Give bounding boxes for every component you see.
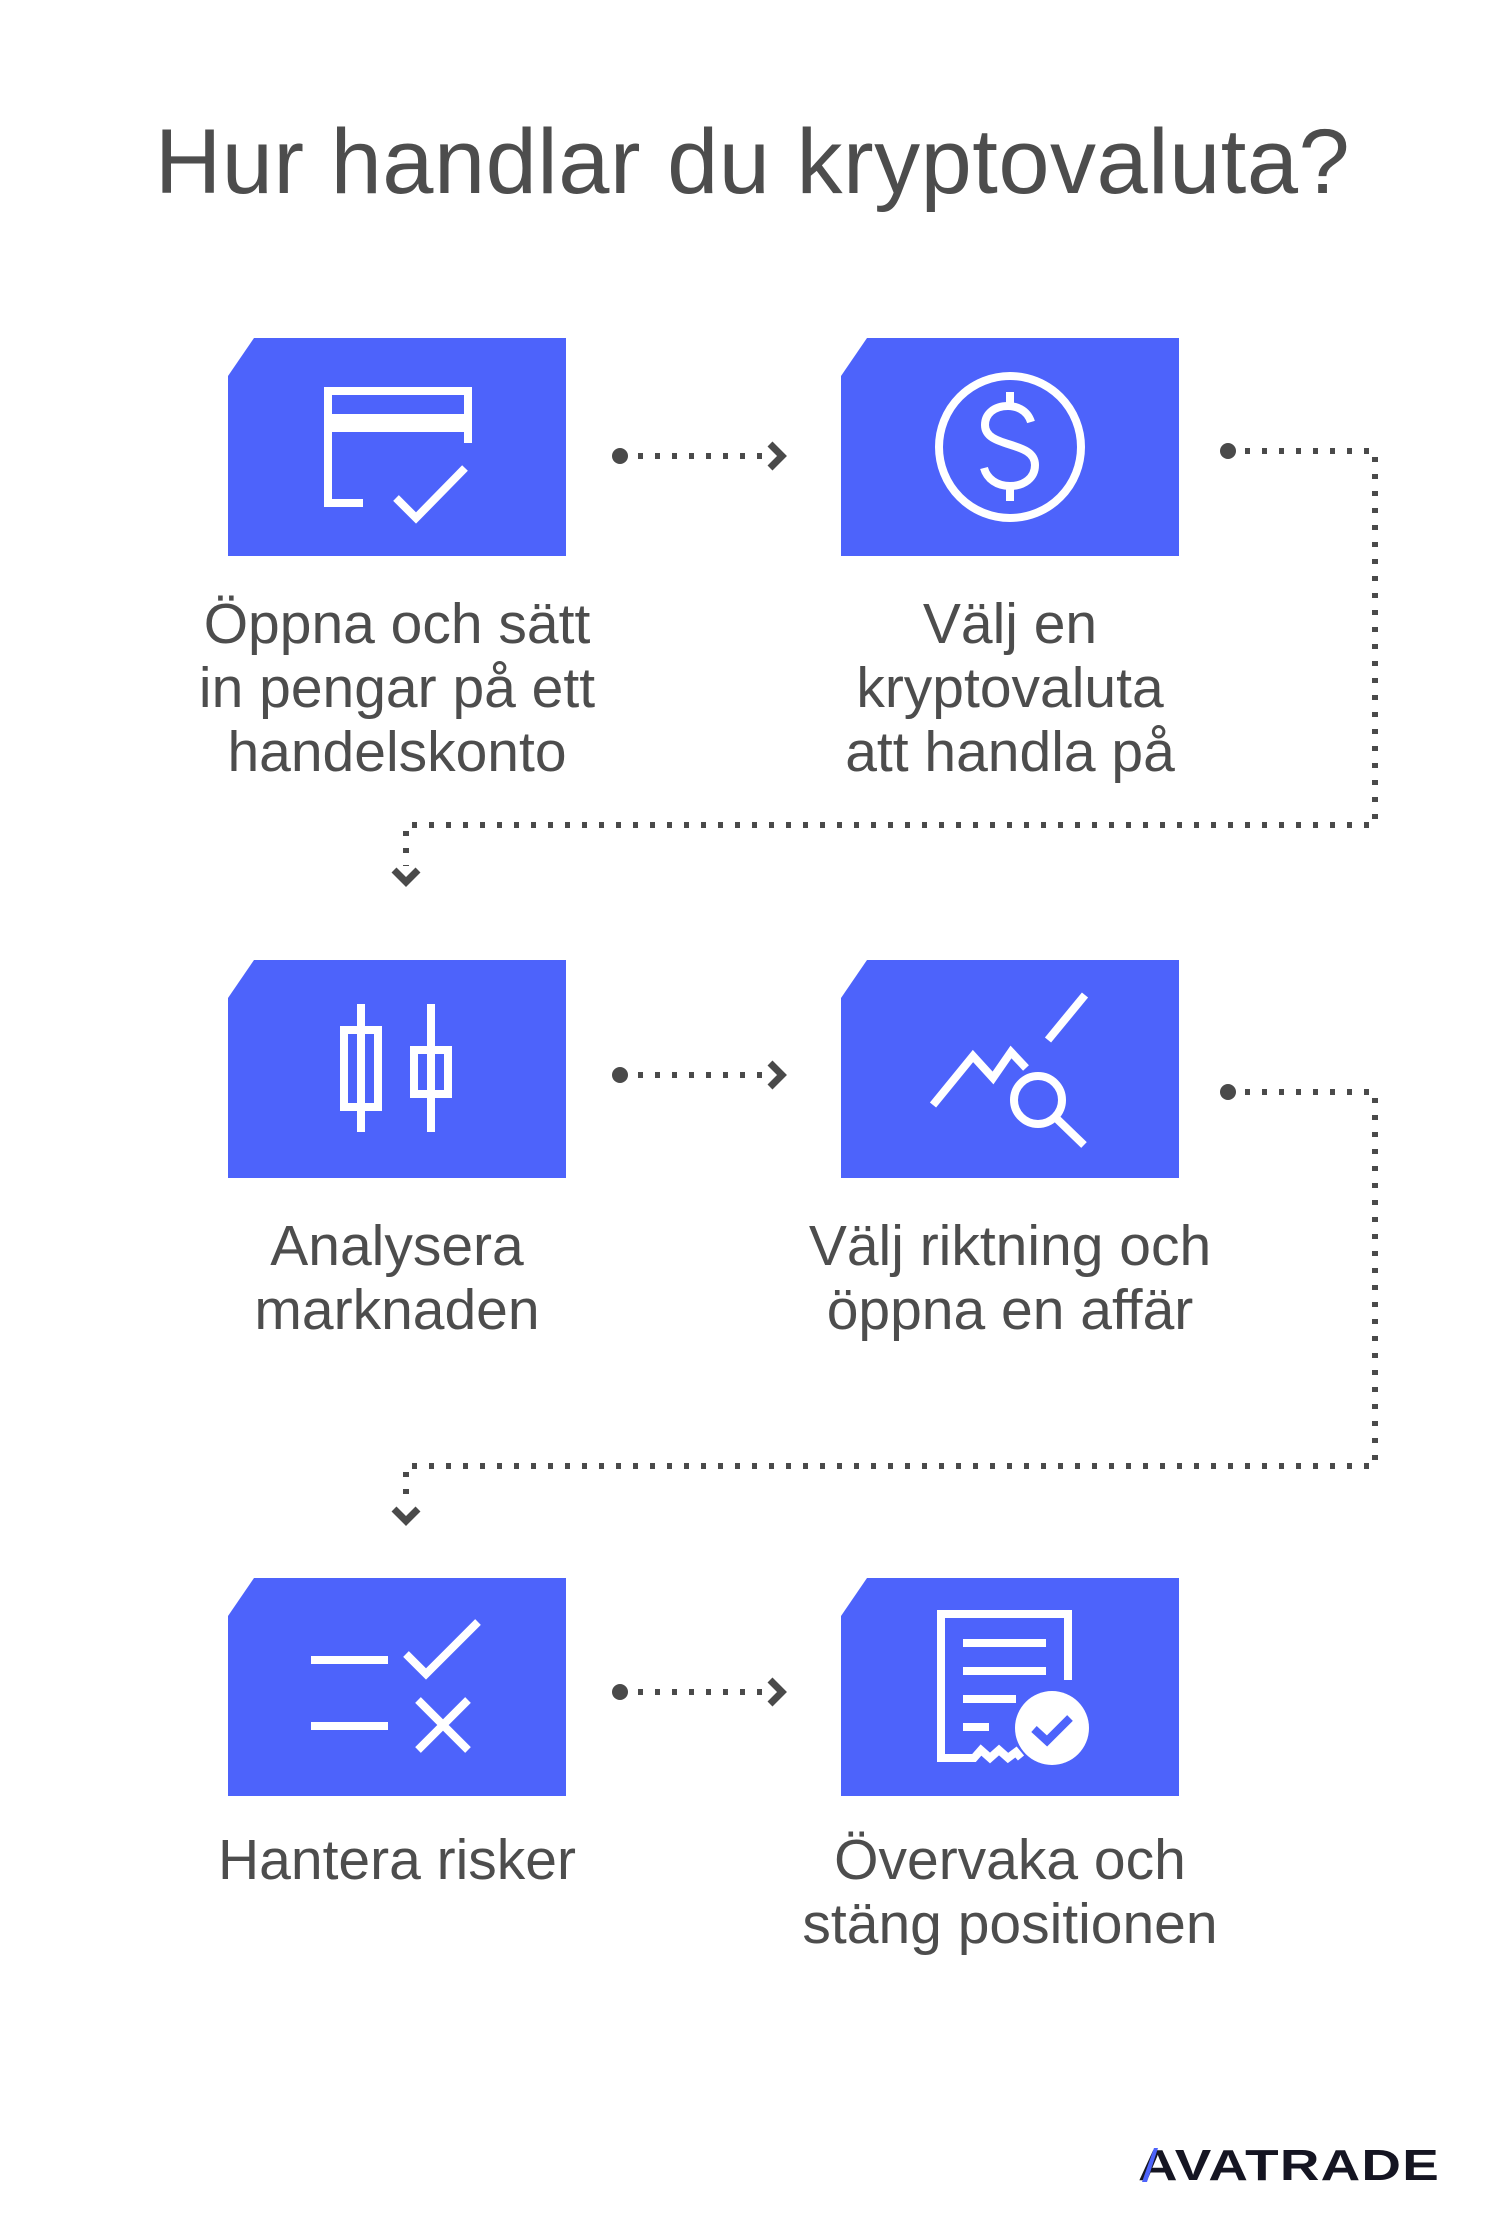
connector-arrow-1-2 — [612, 444, 782, 468]
step-2-card — [841, 338, 1179, 556]
step-3-label: Analysera marknaden — [254, 1214, 540, 1342]
document-check-icon — [937, 1610, 1089, 1765]
step-3-card — [228, 960, 566, 1178]
dollar-coin-icon — [935, 372, 1085, 522]
step-1-label: Öppna och sätt in pengar på ett handelsk… — [198, 592, 596, 784]
step-5-card — [228, 1578, 566, 1796]
candlestick-icon — [340, 1004, 452, 1132]
connector-arrow-3-4 — [612, 1063, 782, 1087]
check-cross-list-icon — [311, 1619, 481, 1753]
step-4-label: Välj riktning och öppna en affär — [808, 1214, 1212, 1342]
logo-text: AVATRADE — [1138, 2141, 1440, 2186]
step-4-card — [841, 960, 1179, 1178]
chart-search-icon — [929, 992, 1089, 1148]
step-6-label: Övervaka och stäng positionen — [802, 1828, 1218, 1956]
page-title: Hur handlar du kryptovaluta? — [154, 111, 1351, 213]
step-6-card — [841, 1578, 1179, 1796]
step-2-label: Välj en kryptovaluta att handla på — [845, 592, 1175, 784]
step-5-label: Hantera risker — [218, 1828, 576, 1892]
step-1-card — [228, 338, 566, 556]
avatrade-logo: AVATRADE — [1138, 2141, 1440, 2186]
credit-card-check-icon — [324, 387, 472, 524]
logo-accent-mark — [1142, 2148, 1158, 2182]
connector-arrow-5-6 — [612, 1680, 782, 1704]
